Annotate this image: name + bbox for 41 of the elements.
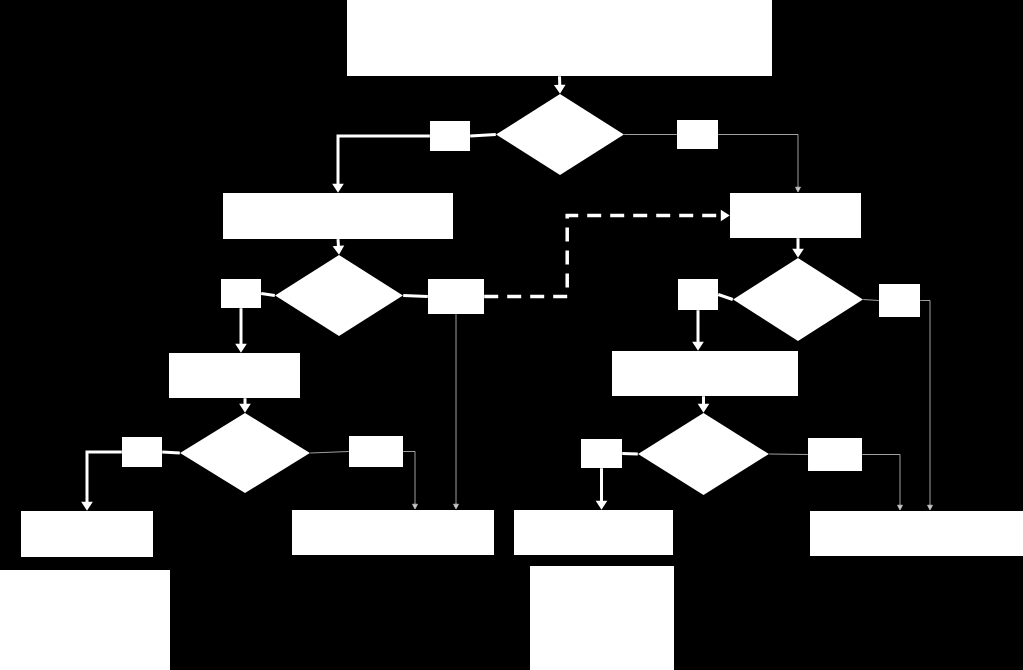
branch-label-box xyxy=(581,439,622,468)
decision-diamond xyxy=(275,255,403,336)
connector-line xyxy=(623,134,678,135)
branch-label-box xyxy=(677,120,718,149)
end-box xyxy=(810,511,1023,556)
decision-diamond xyxy=(496,94,624,175)
connector-line xyxy=(470,133,496,138)
process-box xyxy=(223,193,453,239)
connector-line xyxy=(309,451,350,454)
end-box xyxy=(292,510,494,555)
arrow xyxy=(861,454,903,511)
decision-diamond xyxy=(638,413,769,495)
branch-label-box xyxy=(221,279,261,308)
branch-label-box xyxy=(428,279,484,314)
arrow xyxy=(919,300,933,511)
branch-label-box xyxy=(879,284,920,317)
branch-label-box xyxy=(430,121,470,151)
connector-line xyxy=(403,294,428,298)
connector-line xyxy=(717,293,734,301)
process-box xyxy=(347,0,772,76)
connector-line xyxy=(622,452,638,456)
connector-line xyxy=(162,450,180,455)
note-box xyxy=(0,570,170,670)
process-box xyxy=(612,351,798,396)
decision-diamond xyxy=(180,413,310,493)
connector-line xyxy=(862,299,880,301)
branch-label-box xyxy=(808,438,862,471)
process-box xyxy=(730,193,861,238)
decision-diamond xyxy=(733,258,863,341)
branch-label-box xyxy=(122,437,162,467)
branch-label-box xyxy=(349,436,403,467)
arrow xyxy=(717,134,801,193)
connector-line xyxy=(768,453,809,455)
arrow xyxy=(453,313,459,510)
end-box xyxy=(514,510,673,555)
arrow xyxy=(402,451,418,510)
end-box xyxy=(21,511,153,557)
branch-label-box xyxy=(678,279,718,310)
process-box xyxy=(169,353,300,398)
connector-line xyxy=(261,292,275,297)
note-box xyxy=(530,566,674,670)
